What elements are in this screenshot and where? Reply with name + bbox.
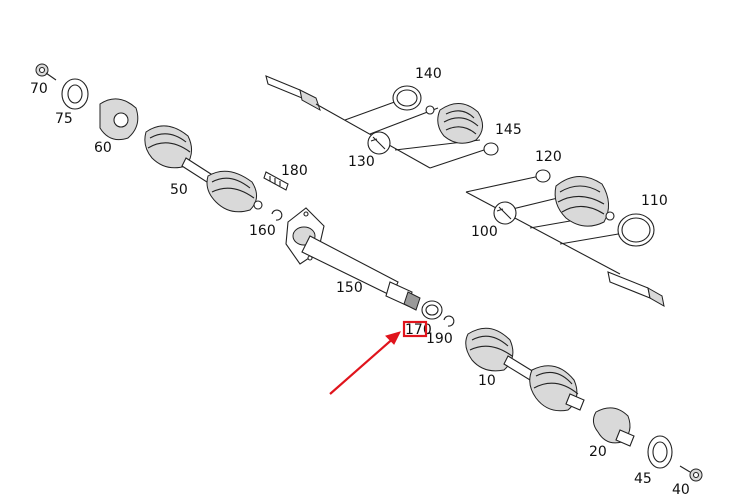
shaft-spline xyxy=(403,291,421,311)
circlip-small xyxy=(425,105,435,115)
tool-bar-upper-end xyxy=(299,89,321,112)
clamp-ring-145 xyxy=(483,142,499,156)
tool-bar-lower xyxy=(607,271,651,299)
clamp-ring-140-inner xyxy=(396,89,418,107)
label-40: 40 xyxy=(672,482,690,498)
wrench-mark xyxy=(496,206,512,220)
bolt-180-thread xyxy=(269,176,281,186)
wrench-mark xyxy=(370,136,386,150)
label-10: 10 xyxy=(478,373,496,389)
clamp-ring-110-inner xyxy=(621,217,651,243)
leader-line xyxy=(465,191,621,275)
label-190: 190 xyxy=(426,331,453,347)
joint-20-stub xyxy=(615,429,635,447)
circlip-190 xyxy=(443,315,455,327)
clamp-ring-120 xyxy=(535,169,551,183)
label-150: 150 xyxy=(336,280,363,296)
main-shaft-assembly xyxy=(35,63,703,482)
label-120: 120 xyxy=(535,149,562,165)
boot-kit-upper xyxy=(265,75,499,169)
circlip-small xyxy=(605,211,615,221)
boot-ribs xyxy=(443,110,479,135)
bolt-70-shank xyxy=(45,72,57,81)
boot-ribs xyxy=(557,185,605,215)
tool-bar-lower-end xyxy=(647,287,665,307)
inner-boot-ribs xyxy=(211,177,255,199)
label-60: 60 xyxy=(94,140,112,156)
tool-bar-upper xyxy=(265,75,303,99)
highlight-arrow xyxy=(329,335,397,395)
bolt-70-head xyxy=(38,66,46,74)
boot-lower xyxy=(554,176,609,227)
inner-boot-end xyxy=(253,200,263,210)
highlight-arrow-head xyxy=(385,331,401,345)
bolt-40-shank xyxy=(679,465,691,473)
label-20: 20 xyxy=(589,444,607,460)
label-110: 110 xyxy=(641,193,668,209)
boot-lower-ribs xyxy=(533,371,579,395)
label-45: 45 xyxy=(634,471,652,487)
boot-kit-lower xyxy=(465,169,665,307)
boot-50-ribs xyxy=(147,133,191,153)
joint-60-bore xyxy=(113,112,129,128)
label-145: 145 xyxy=(495,122,522,138)
label-130: 130 xyxy=(348,154,375,170)
inner-boot xyxy=(206,170,257,213)
label-160: 160 xyxy=(249,223,276,239)
shaft-section-lower xyxy=(503,355,535,381)
bolt-40-head xyxy=(692,471,700,479)
circlip-160 xyxy=(271,209,283,221)
label-100: 100 xyxy=(471,224,498,240)
highlight-box-170 xyxy=(402,320,428,338)
leader-line xyxy=(465,175,541,193)
boot-upper xyxy=(437,103,483,144)
washer-45-inner xyxy=(652,441,668,463)
leader-line xyxy=(429,147,491,169)
label-70: 70 xyxy=(30,81,48,97)
washer-75-inner xyxy=(67,84,83,104)
label-75: 75 xyxy=(55,111,73,127)
label-180: 180 xyxy=(281,163,308,179)
label-140: 140 xyxy=(415,66,442,82)
joint-10-ribs xyxy=(469,335,513,357)
label-50: 50 xyxy=(170,182,188,198)
ring-170-inner xyxy=(425,304,439,316)
leader-line xyxy=(344,99,401,121)
bracket-hole xyxy=(303,211,309,217)
lower-spline xyxy=(565,393,585,411)
highlight-annotation xyxy=(329,320,428,395)
joint-10 xyxy=(465,327,514,372)
